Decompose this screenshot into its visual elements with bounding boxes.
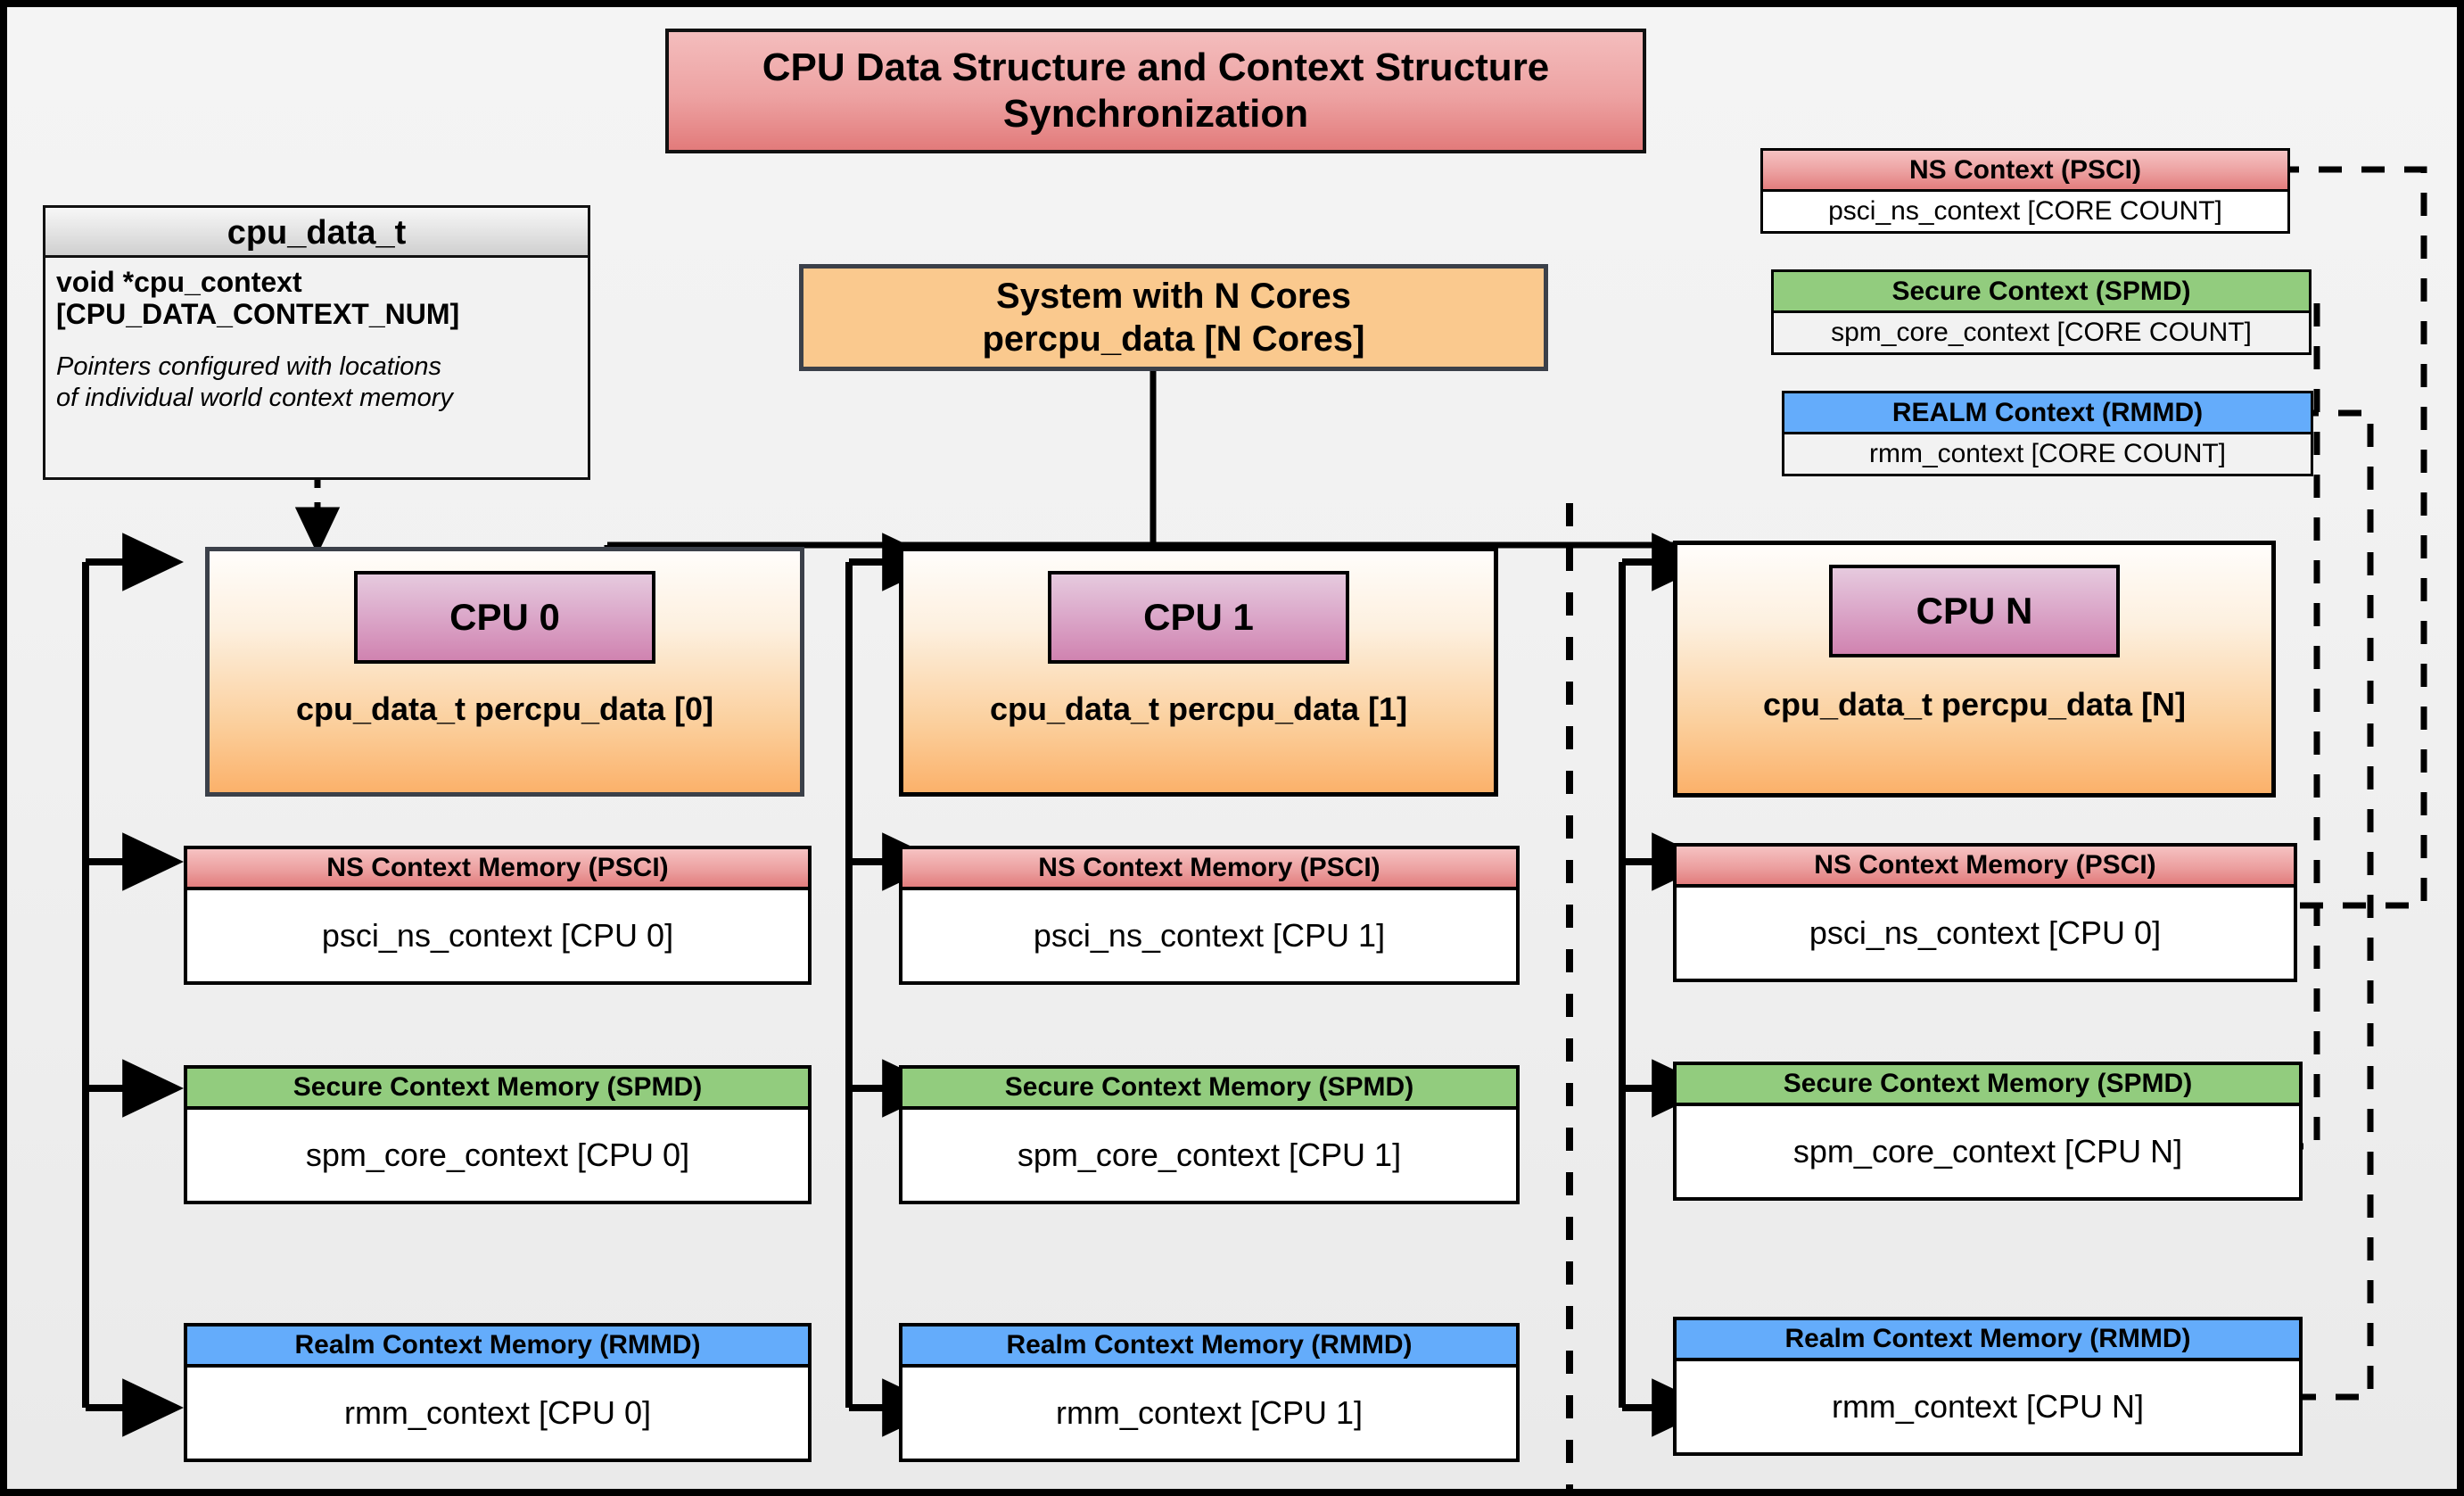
- context-title-cpu1-ns: NS Context Memory (PSCI): [902, 849, 1516, 890]
- context-title-cpu1-secure: Secure Context Memory (SPMD): [902, 1069, 1516, 1110]
- context-title-cpun-realm: Realm Context Memory (RMMD): [1677, 1320, 2299, 1361]
- context-value-cpu0-ns: psci_ns_context [CPU 0]: [187, 890, 808, 981]
- context-card-cpu0-ns: NS Context Memory (PSCI) psci_ns_context…: [184, 846, 812, 985]
- system-n-cores-box: System with N Cores percpu_data [N Cores…: [799, 264, 1548, 371]
- cpu-label-n: cpu_data_t percpu_data [N]: [1762, 686, 2187, 723]
- context-card-cpu1-ns: NS Context Memory (PSCI) psci_ns_context…: [899, 846, 1520, 985]
- context-title-cpun-ns: NS Context Memory (PSCI): [1677, 847, 2294, 888]
- cpu-card-0: CPU 0 cpu_data_t percpu_data [0]: [205, 547, 804, 797]
- global-context-secure-title: Secure Context (SPMD): [1774, 272, 2309, 313]
- context-value-cpun-secure: spm_core_context [CPU N]: [1677, 1106, 2299, 1197]
- context-title-cpun-secure: Secure Context Memory (SPMD): [1677, 1065, 2299, 1106]
- global-context-ns-title: NS Context (PSCI): [1763, 151, 2287, 192]
- context-title-cpu0-ns: NS Context Memory (PSCI): [187, 849, 808, 890]
- global-context-realm-title: REALM Context (RMMD): [1784, 393, 2311, 434]
- global-context-card-realm: REALM Context (RMMD) rmm_context [CORE C…: [1782, 391, 2313, 476]
- context-card-cpu1-secure: Secure Context Memory (SPMD) spm_core_co…: [899, 1065, 1520, 1204]
- cpu-label-0: cpu_data_t percpu_data [0]: [295, 690, 714, 727]
- cpu-chip-1: CPU 1: [1048, 571, 1349, 664]
- cpu-data-t-note-line2: of individual world context memory: [56, 384, 453, 413]
- cpu-chip-0: CPU 0: [354, 571, 655, 664]
- context-value-cpu0-realm: rmm_context [CPU 0]: [187, 1368, 808, 1459]
- context-card-cpun-ns: NS Context Memory (PSCI) psci_ns_context…: [1673, 843, 2297, 982]
- global-context-card-ns: NS Context (PSCI) psci_ns_context [CORE …: [1760, 148, 2290, 234]
- cpu-label-1: cpu_data_t percpu_data [1]: [989, 690, 1408, 727]
- context-card-cpun-secure: Secure Context Memory (SPMD) spm_core_co…: [1673, 1062, 2303, 1201]
- system-box-line1: System with N Cores: [996, 277, 1351, 316]
- context-card-cpu0-realm: Realm Context Memory (RMMD) rmm_context …: [184, 1323, 812, 1462]
- context-card-cpun-realm: Realm Context Memory (RMMD) rmm_context …: [1673, 1317, 2303, 1456]
- global-context-ns-value: psci_ns_context [CORE COUNT]: [1763, 192, 2287, 231]
- cpu-data-t-note-line1: Pointers configured with locations: [56, 351, 442, 381]
- diagram-stage: CPU Data Structure and Context Structure…: [7, 7, 2457, 1489]
- context-value-cpun-realm: rmm_context [CPU N]: [1677, 1361, 2299, 1452]
- cpu-card-n: CPU N cpu_data_t percpu_data [N]: [1673, 541, 2276, 798]
- global-context-realm-value: rmm_context [CORE COUNT]: [1868, 439, 2227, 468]
- cpu-data-t-card: cpu_data_t void *cpu_context [CPU_DATA_C…: [43, 205, 590, 480]
- context-title-cpu0-secure: Secure Context Memory (SPMD): [187, 1069, 808, 1110]
- page-title: CPU Data Structure and Context Structure…: [665, 29, 1646, 153]
- global-context-card-secure: Secure Context (SPMD) spm_core_context […: [1771, 269, 2312, 355]
- cpu-chip-n: CPU N: [1829, 565, 2120, 657]
- context-card-cpu1-realm: Realm Context Memory (RMMD) rmm_context …: [899, 1323, 1520, 1462]
- context-title-cpu0-realm: Realm Context Memory (RMMD): [187, 1327, 808, 1368]
- cpu-data-t-field-line2: [CPU_DATA_CONTEXT_NUM]: [56, 297, 460, 330]
- page-title-text: CPU Data Structure and Context Structure…: [762, 45, 1550, 136]
- cpu-data-t-field-line1: void *cpu_context: [56, 266, 302, 298]
- context-value-cpu1-secure: spm_core_context [CPU 1]: [902, 1110, 1516, 1201]
- context-value-cpu1-ns: psci_ns_context [CPU 1]: [902, 890, 1516, 981]
- context-value-cpu0-secure: spm_core_context [CPU 0]: [187, 1110, 808, 1201]
- cpu-card-1: CPU 1 cpu_data_t percpu_data [1]: [899, 547, 1498, 797]
- context-value-cpun-ns: psci_ns_context [CPU 0]: [1677, 888, 2294, 979]
- cpu-data-t-title: cpu_data_t: [45, 208, 588, 258]
- system-box-line2: percpu_data [N Cores]: [982, 319, 1365, 359]
- global-context-secure-value: spm_core_context [CORE COUNT]: [1831, 318, 2252, 347]
- context-title-cpu1-realm: Realm Context Memory (RMMD): [902, 1327, 1516, 1368]
- context-value-cpu1-realm: rmm_context [CPU 1]: [902, 1368, 1516, 1459]
- context-card-cpu0-secure: Secure Context Memory (SPMD) spm_core_co…: [184, 1065, 812, 1204]
